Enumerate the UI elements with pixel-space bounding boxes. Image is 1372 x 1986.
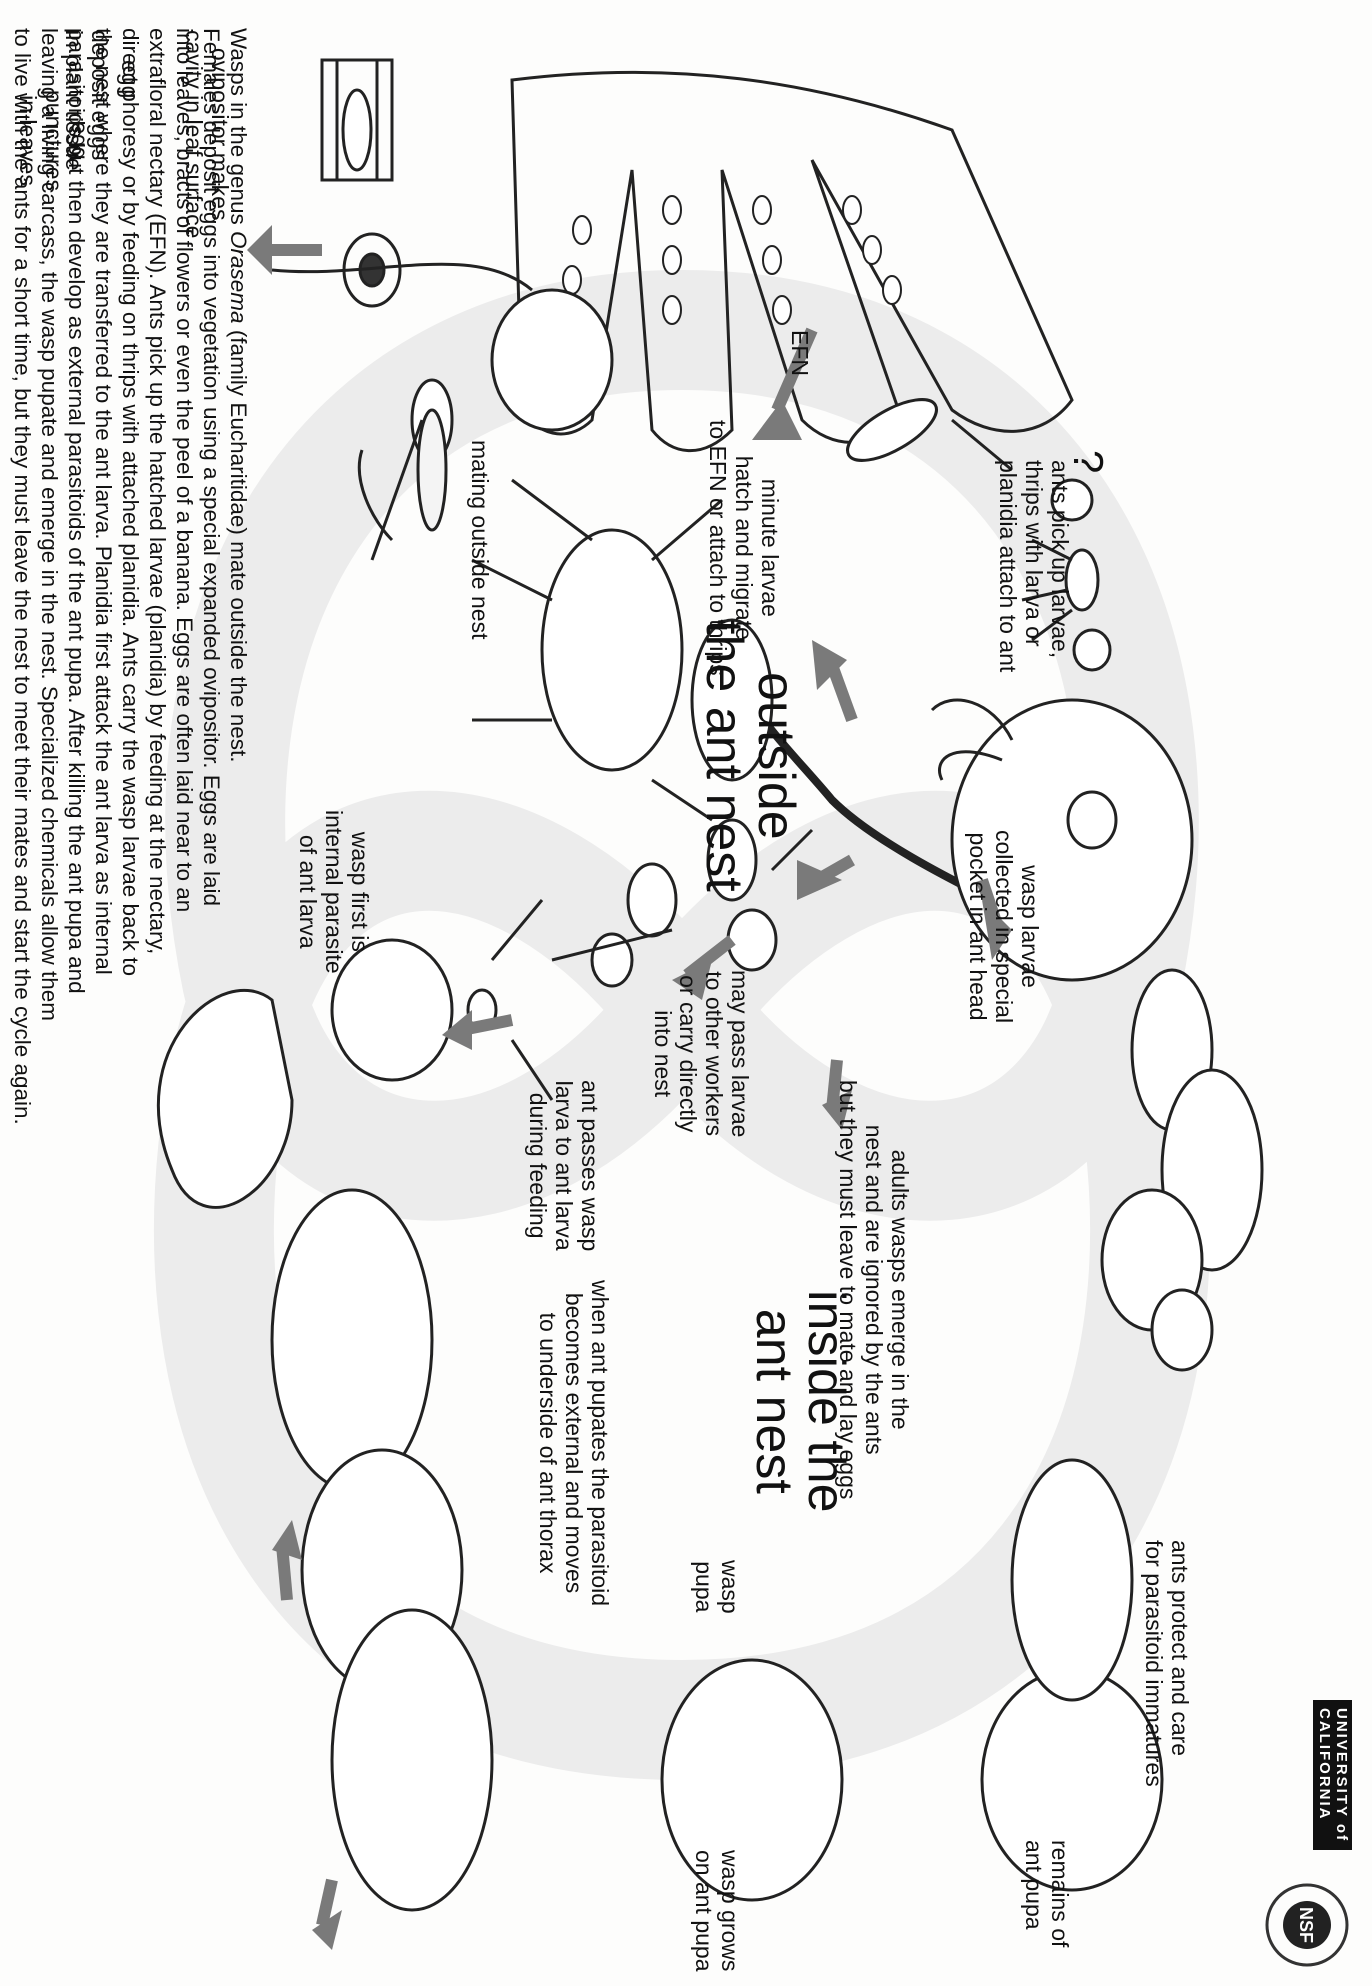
label-adults-emerge: adults wasps emerge in the nest and are … (835, 1080, 912, 1499)
ant-pupa-row-drawing (272, 1190, 492, 1910)
nsf-logo-text: NSF (1296, 1907, 1316, 1943)
description-line: Wasps in the genus Orasema (family Eucha… (225, 28, 252, 1978)
leaf-section-drawing (322, 60, 392, 180)
description-line: extrafloral nectary (EFN). Ants pick up … (144, 28, 171, 1978)
label-remains: remains of ant pupa (1021, 1840, 1073, 1947)
label-ants-protect: ants protect and care for parasitoid imm… (1141, 1540, 1193, 1787)
label-mating: mating outside nest (466, 440, 492, 639)
label-when-ant-pupates: when ant pupates the parasitoid becomes … (535, 1280, 612, 1606)
university-logo: UNIVERSITY of CALIFORNIA (1313, 1700, 1352, 1850)
description-line: parasitoids but then develop as external… (63, 28, 90, 1978)
label-may-pass: may pass larvae to other workers or carr… (649, 970, 752, 1137)
description-line: direct phoresy or by feeding on thrips w… (117, 28, 144, 1978)
label-wasp-larvae-collected: wasp larvae collected in special pocket … (965, 830, 1042, 1023)
label-wasp-grows: wasp grows on ant pupa (691, 1850, 743, 1972)
label-wasp-pupa: wasp pupa (691, 1560, 743, 1614)
nsf-logo: NSF (1262, 1880, 1352, 1970)
label-ant-passes: ant passes wasp larva to ant larva durin… (525, 1080, 602, 1251)
description-line: leaving a living carcass, the wasp pupat… (36, 28, 63, 1978)
label-wasp-first: wasp first is internal parasite of ant l… (295, 810, 372, 974)
description-line: to live with the ants for a short time, … (9, 28, 36, 1978)
label-efn: EFN (786, 330, 812, 376)
description-line: the nest where they are transferred to t… (90, 28, 117, 1978)
description-line: into leaves, bracts of flowers or even t… (171, 28, 198, 1978)
description-line: Females deposit eggs into vegetation usi… (198, 28, 225, 1978)
label-minute-larvae: minute larvae hatch and migrate to EFN o… (705, 420, 782, 676)
description-paragraph: Wasps in the genus Orasema (family Eucha… (9, 28, 252, 1978)
label-ants-pick-up: ants pick up larvae, thrips with larva o… (995, 460, 1072, 672)
